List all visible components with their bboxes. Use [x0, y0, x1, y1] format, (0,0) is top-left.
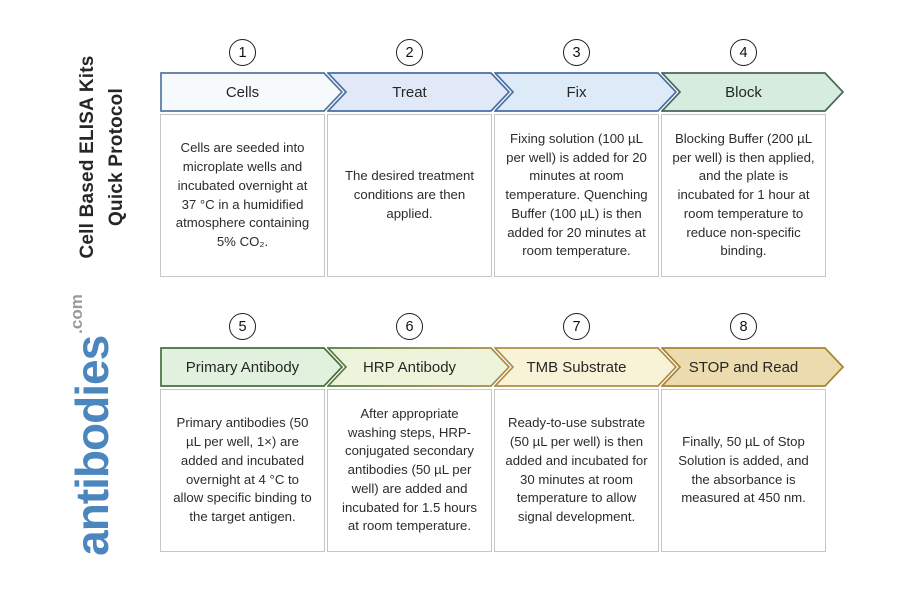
step-6-number: 6	[396, 313, 423, 340]
brand-logo-name: antibodies	[66, 335, 118, 556]
step-2-badge: 2	[327, 39, 492, 66]
step-7-badge: 7	[494, 313, 659, 340]
step-3-number: 3	[563, 39, 590, 66]
arrow-fix	[494, 72, 678, 112]
step-6-badge: 6	[327, 313, 492, 340]
page-title-line2: Quick Protocol	[106, 88, 127, 226]
arrow-stop-and-read	[661, 347, 845, 387]
step-1-number: 1	[229, 39, 256, 66]
description-treat: The desired treatment conditions are the…	[327, 114, 492, 277]
step-8-number: 8	[730, 313, 757, 340]
brand-logo: antibodies .com	[57, 265, 133, 585]
description-primary-antibody: Primary antibodies (50 µL per well, 1×) …	[160, 389, 325, 552]
description-tmb-substrate: Ready-to-use substrate (50 µL per well) …	[494, 389, 659, 552]
description-hrp-antibody-text: After appropriate washing steps, HRP-con…	[342, 405, 477, 534]
description-cells: Cells are seeded into microplate wells a…	[160, 114, 325, 277]
description-fix-text: Fixing solution (100 µL per well) is add…	[505, 130, 648, 259]
step-5-number: 5	[229, 313, 256, 340]
arrow-primary-antibody	[160, 347, 344, 387]
page-title-line1: Cell Based ELISA Kits	[76, 55, 98, 259]
step-5-badge: 5	[160, 313, 325, 340]
brand-logo-suffix: .com	[67, 294, 86, 334]
step-7-number: 7	[563, 313, 590, 340]
step-2-number: 2	[396, 39, 423, 66]
step-3-badge: 3	[494, 39, 659, 66]
step-1-badge: 1	[160, 39, 325, 66]
arrow-hrp-antibody	[327, 347, 511, 387]
description-tmb-substrate-text: Ready-to-use substrate (50 µL per well) …	[505, 415, 648, 524]
description-treat-text: The desired treatment conditions are the…	[344, 168, 474, 221]
description-hrp-antibody: After appropriate washing steps, HRP-con…	[327, 389, 492, 552]
arrow-tmb-substrate	[494, 347, 678, 387]
step-4-number: 4	[730, 39, 757, 66]
description-stop-and-read-text: Finally, 50 µL of Stop Solution is added…	[678, 434, 809, 506]
description-primary-antibody-text: Primary antibodies (50 µL per well, 1×) …	[173, 415, 312, 524]
protocol-flow: 1 2 3 4 Cells Treat Fix Block Cells are	[160, 0, 866, 594]
description-cells-text: Cells are seeded into microplate wells a…	[175, 140, 310, 249]
arrow-treat	[327, 72, 511, 112]
page-title: Cell Based ELISA Kits Quick Protocol	[70, 17, 134, 297]
arrow-cells	[160, 72, 344, 112]
description-fix: Fixing solution (100 µL per well) is add…	[494, 114, 659, 277]
step-8-badge: 8	[661, 313, 826, 340]
description-stop-and-read: Finally, 50 µL of Stop Solution is added…	[661, 389, 826, 552]
arrow-block	[661, 72, 845, 112]
description-block: Blocking Buffer (200 µL per well) is the…	[661, 114, 826, 277]
step-4-badge: 4	[661, 39, 826, 66]
description-block-text: Blocking Buffer (200 µL per well) is the…	[672, 130, 815, 259]
